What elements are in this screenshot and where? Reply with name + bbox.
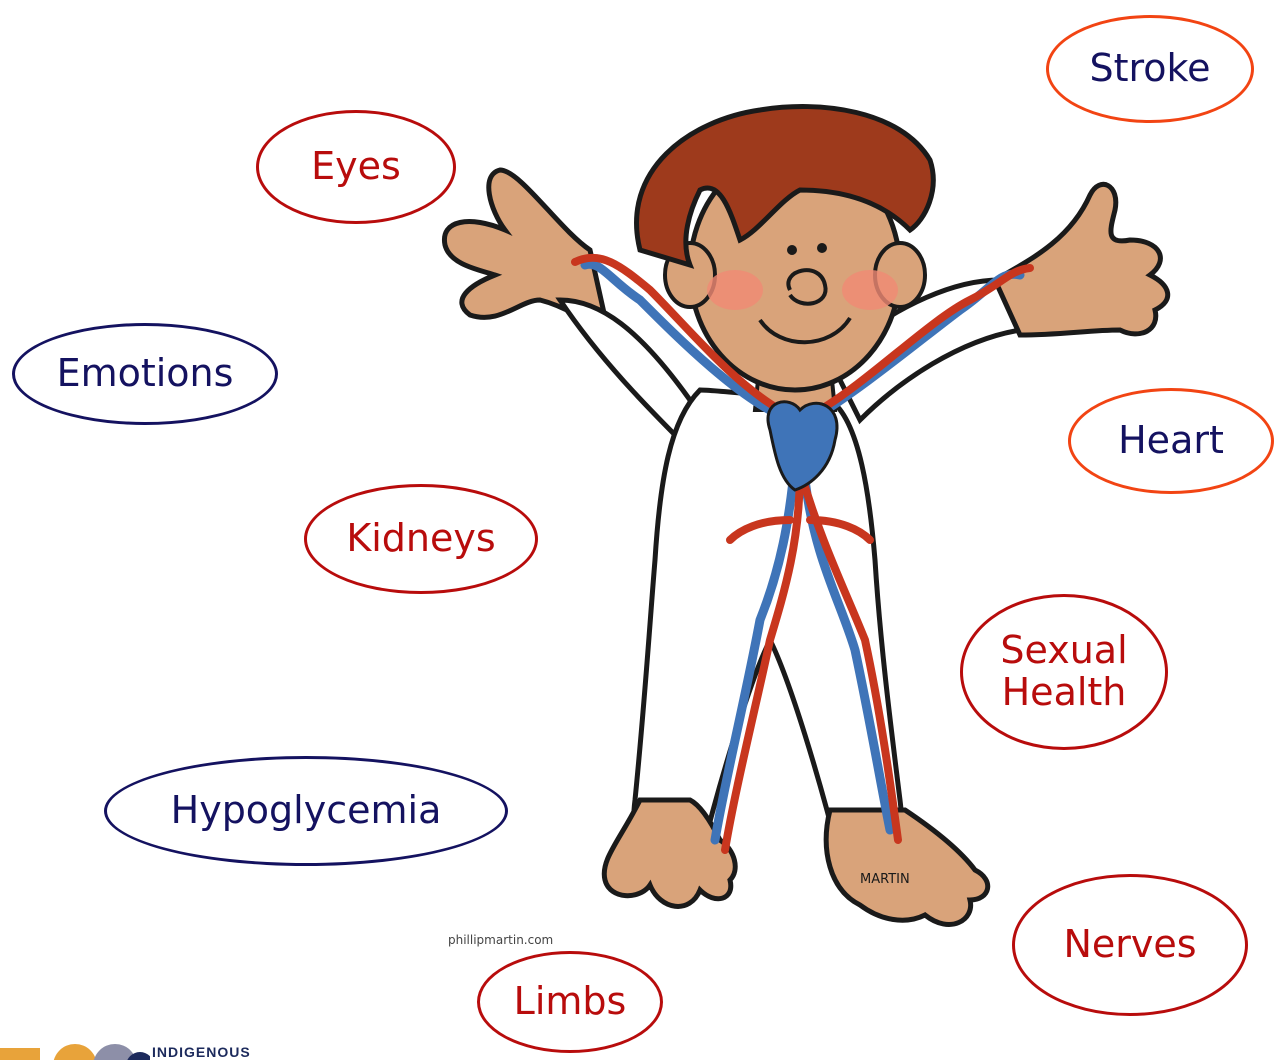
label-nerves-text: Nerves [1063,924,1196,966]
label-eyes: Eyes [256,110,456,224]
logo: INDIGENOUS [0,1042,330,1060]
logo-text: INDIGENOUS [152,1044,251,1060]
label-nerves: Nerves [1012,874,1248,1016]
label-heart-text: Heart [1118,420,1224,462]
label-kidneys: Kidneys [304,484,538,594]
label-kidneys-text: Kidneys [346,518,495,560]
right-eye [817,243,827,253]
right-foot [826,810,987,924]
label-emotions-text: Emotions [57,353,234,395]
left-cheek [707,270,763,310]
artist-signature: MARTIN [860,872,910,887]
label-heart: Heart [1068,388,1274,494]
image-credit: phillipmartin.com [448,933,553,947]
label-eyes-text: Eyes [311,146,401,188]
label-sexual-health: Sexual Health [960,594,1168,750]
right-cheek [842,270,898,310]
label-stroke: Stroke [1046,15,1254,123]
label-limbs: Limbs [477,951,663,1053]
label-hypoglycemia-text: Hypoglycemia [171,790,442,832]
label-limbs-text: Limbs [514,981,627,1023]
left-arm [560,300,690,450]
right-hand [995,184,1168,335]
label-hypoglycemia: Hypoglycemia [104,756,508,866]
label-sexual-health-text: Sexual Health [1000,630,1127,714]
logo-mark [0,1042,150,1060]
left-eye [787,245,797,255]
label-emotions: Emotions [12,323,278,425]
label-stroke-text: Stroke [1089,48,1210,90]
